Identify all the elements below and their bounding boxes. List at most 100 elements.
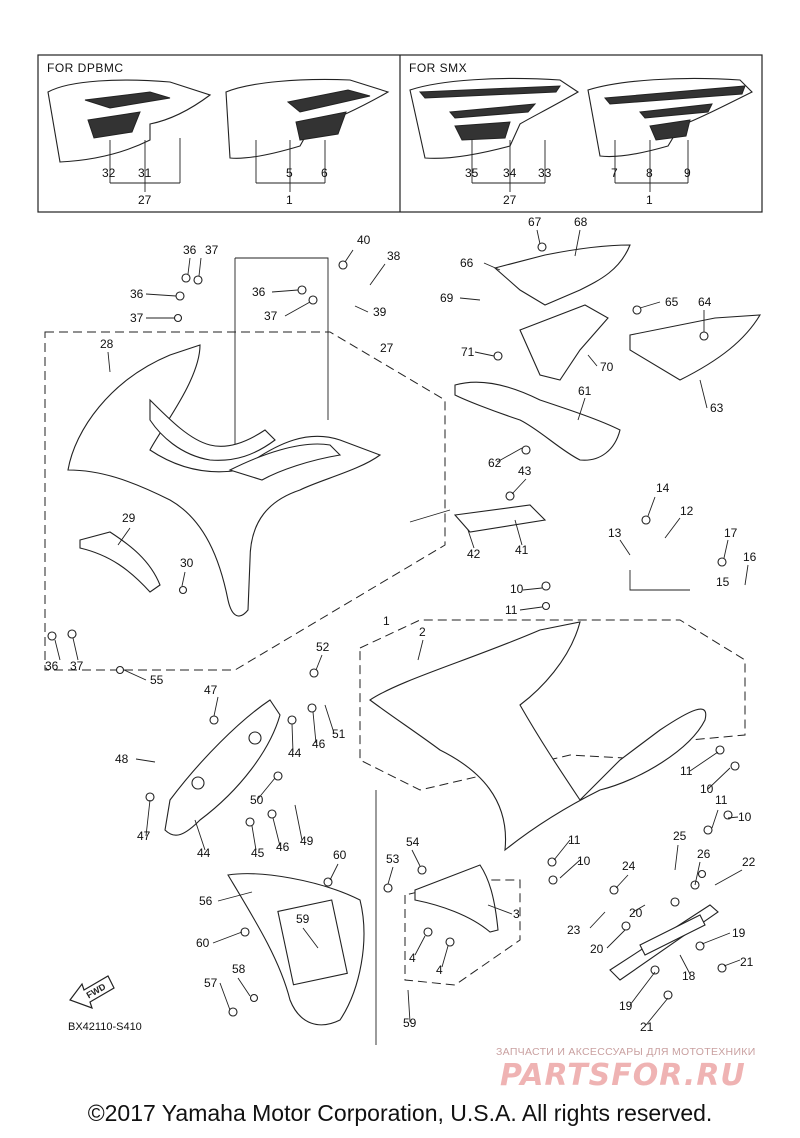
callout-70: 70 xyxy=(600,360,614,374)
callout-36-c: 36 xyxy=(252,285,266,299)
callout-64: 64 xyxy=(698,295,712,309)
callout-54: 54 xyxy=(406,835,420,849)
callout-19-a: 19 xyxy=(732,926,746,940)
callout-68: 68 xyxy=(574,215,588,229)
callout-53: 53 xyxy=(386,852,400,866)
variant-panel: FOR DPBMC FOR SMX xyxy=(37,54,763,213)
callout-59-a: 59 xyxy=(296,912,310,926)
callout-28: 28 xyxy=(100,337,114,351)
callout-31: 31 xyxy=(138,166,152,180)
callout-39: 39 xyxy=(373,305,387,319)
callout-61: 61 xyxy=(578,384,592,398)
callout-42: 42 xyxy=(467,547,481,561)
side-cover-29 xyxy=(79,531,161,593)
callout-37-d: 37 xyxy=(70,659,84,673)
callout-9: 9 xyxy=(684,166,691,180)
callout-18: 18 xyxy=(682,969,696,983)
callout-14: 14 xyxy=(656,481,670,495)
callout-1-dpbmc: 1 xyxy=(286,193,293,207)
callout-21-a: 21 xyxy=(740,955,754,969)
leader-lines xyxy=(54,229,749,1026)
callout-1-smx: 1 xyxy=(646,193,653,207)
callout-37-c: 37 xyxy=(264,309,278,323)
callout-43: 43 xyxy=(518,464,532,478)
smx-right-cowling xyxy=(587,77,753,158)
callout-labels: 32 31 27 5 6 1 35 34 33 27 7 8 9 1 36 37… xyxy=(45,166,757,1034)
callout-44-b: 44 xyxy=(197,846,211,860)
callout-60-b: 60 xyxy=(196,936,210,950)
callout-45: 45 xyxy=(251,846,265,860)
callout-71: 71 xyxy=(461,345,475,359)
callout-46-b: 46 xyxy=(276,840,290,854)
callout-1-main: 1 xyxy=(383,614,390,628)
dpbmc-left-cowling xyxy=(47,79,212,163)
bracket-3 xyxy=(414,864,499,933)
callout-17: 17 xyxy=(724,526,738,540)
callout-6: 6 xyxy=(321,166,328,180)
watermark-logo: PARTSFOR.RU xyxy=(500,1058,746,1093)
callout-60-a: 60 xyxy=(333,848,347,862)
callout-11-d: 11 xyxy=(568,833,581,847)
callout-37-a: 37 xyxy=(205,243,219,257)
callout-7: 7 xyxy=(611,166,618,180)
under-cowling-56 xyxy=(227,873,365,1026)
callout-25: 25 xyxy=(673,829,687,843)
callout-4-b: 4 xyxy=(436,963,443,977)
callout-11-c: 11 xyxy=(715,793,728,807)
callout-58: 58 xyxy=(232,962,246,976)
copyright-notice: ©2017 Yamaha Motor Corporation, U.S.A. A… xyxy=(87,1100,713,1126)
callout-23: 23 xyxy=(567,923,581,937)
callout-48: 48 xyxy=(115,752,129,766)
callout-50: 50 xyxy=(250,793,264,807)
callout-38: 38 xyxy=(387,249,401,263)
smx-left-cowling xyxy=(409,77,580,159)
callout-3: 3 xyxy=(513,907,520,921)
upper-cowling-27 xyxy=(67,344,382,617)
variant-title-dpbmc: FOR DPBMC xyxy=(47,61,124,75)
callout-51: 51 xyxy=(332,727,346,741)
callout-59-b: 59 xyxy=(403,1016,417,1030)
callout-65: 65 xyxy=(665,295,679,309)
callout-63: 63 xyxy=(710,401,724,415)
callout-30: 30 xyxy=(180,556,194,570)
callout-36-a: 36 xyxy=(183,243,197,257)
callout-10-d: 10 xyxy=(577,854,591,868)
dpbmc-right-cowling xyxy=(225,78,390,159)
callout-36-d: 36 xyxy=(45,659,59,673)
callout-44-a: 44 xyxy=(288,746,302,760)
callout-33: 33 xyxy=(538,166,552,180)
side-cowling-1 xyxy=(369,621,707,852)
callout-27-main: 27 xyxy=(380,341,394,355)
callout-22: 22 xyxy=(742,855,756,869)
cover-63 xyxy=(629,314,762,381)
callout-69: 69 xyxy=(440,291,454,305)
callout-24: 24 xyxy=(622,859,636,873)
fasteners xyxy=(47,242,740,1017)
variant-title-smx: FOR SMX xyxy=(409,61,467,75)
callout-55: 55 xyxy=(150,673,164,687)
callout-41: 41 xyxy=(515,543,529,557)
callout-5: 5 xyxy=(286,166,293,180)
callout-46-a: 46 xyxy=(312,737,326,751)
callout-26: 26 xyxy=(697,847,711,861)
callout-12: 12 xyxy=(680,504,694,518)
callout-10-b: 10 xyxy=(700,782,714,796)
callout-32: 32 xyxy=(102,166,116,180)
callout-13: 13 xyxy=(608,526,622,540)
callout-2: 2 xyxy=(419,625,426,639)
stay-61 xyxy=(454,381,621,461)
callout-47-a: 47 xyxy=(204,683,218,697)
callout-10-c: 10 xyxy=(738,810,752,824)
callout-52: 52 xyxy=(316,640,330,654)
callout-36-b: 36 xyxy=(130,287,144,301)
watermark-text: ЗАПЧАСТИ И АКСЕССУАРЫ ДЛЯ МОТОТЕХНИКИ xyxy=(496,1046,756,1058)
bracket-41 xyxy=(453,504,547,533)
callout-57: 57 xyxy=(204,976,218,990)
callout-37-b: 37 xyxy=(130,311,144,325)
callout-29: 29 xyxy=(122,511,136,525)
callout-49: 49 xyxy=(300,834,314,848)
fwd-arrow-icon: FWD xyxy=(69,975,115,1009)
callout-67: 67 xyxy=(528,215,542,229)
callout-8: 8 xyxy=(646,166,653,180)
